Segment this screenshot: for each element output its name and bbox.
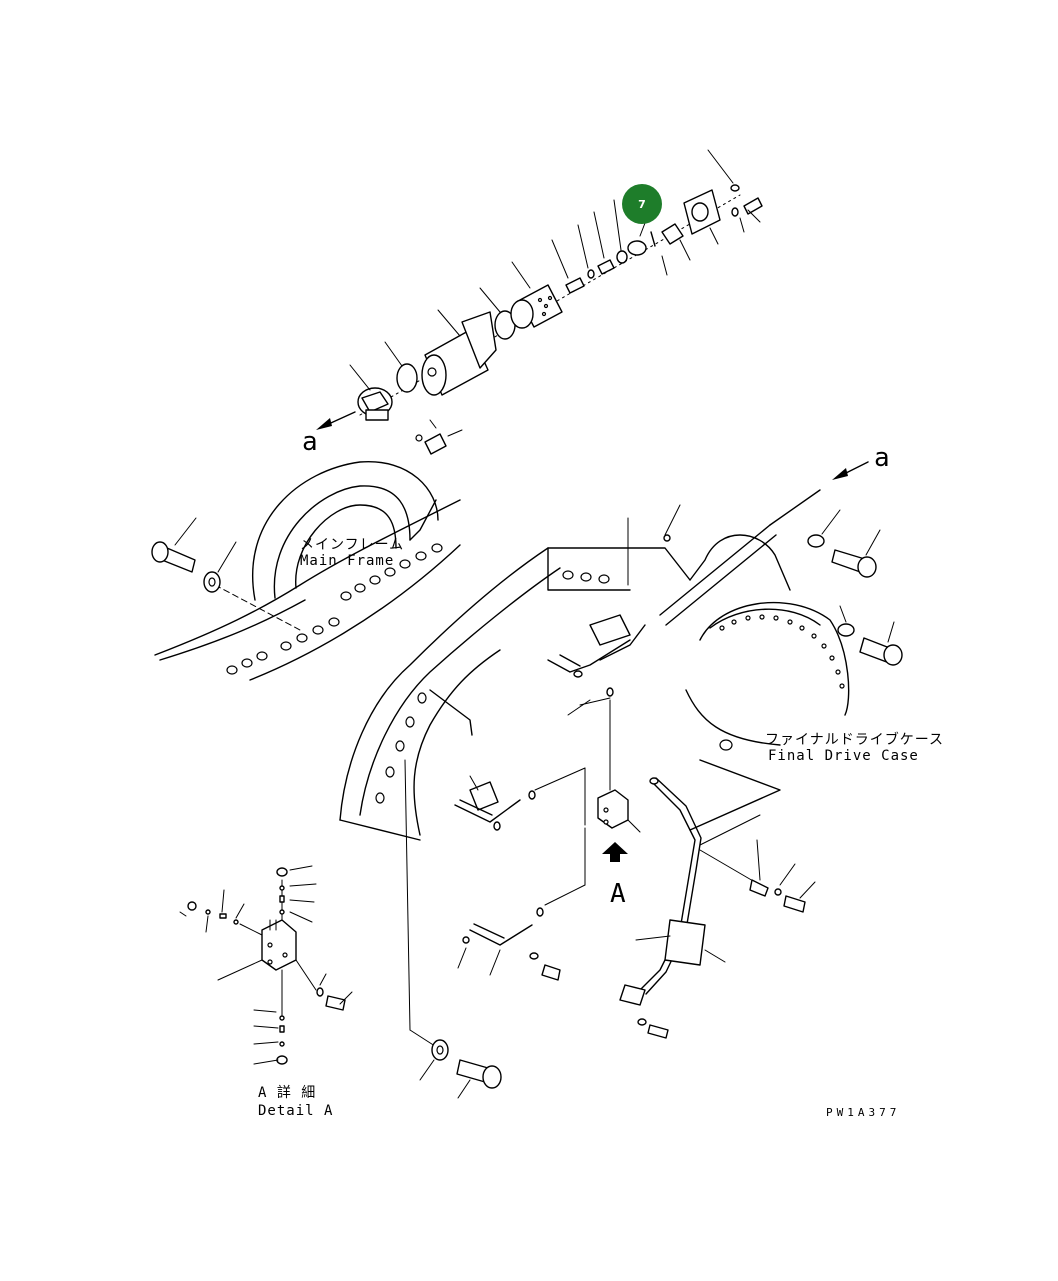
detail-a-bolt[interactable] [325, 995, 346, 1011]
rod-part[interactable] [565, 277, 585, 294]
clamp-bolt[interactable] [424, 433, 447, 455]
right-bolt-upper[interactable] [807, 509, 881, 578]
lower-fitting[interactable] [457, 827, 586, 981]
filter-cover[interactable] [683, 189, 721, 235]
main-frame-bolt[interactable] [151, 517, 197, 573]
right-bolt-lower[interactable] [837, 605, 903, 666]
spring-part[interactable] [597, 259, 615, 275]
left-fitting[interactable] [454, 767, 586, 831]
detail-a-plug-left[interactable] [187, 901, 197, 911]
view-a-arrow-right [832, 461, 869, 480]
detail-a-plug-top[interactable] [276, 867, 288, 877]
upper-fitting[interactable] [547, 504, 681, 716]
cover-bolt[interactable] [743, 197, 763, 215]
clamp-part[interactable] [357, 387, 393, 421]
filter-element[interactable] [510, 284, 563, 329]
view-a-label-right: a [874, 443, 890, 473]
cover-washer[interactable] [731, 207, 739, 217]
detail-a-label-en: Detail A [258, 1103, 333, 1119]
view-a-label-top: a [302, 427, 318, 457]
drive-case-bolts [719, 614, 845, 689]
view-A-label: A [610, 879, 626, 909]
detail-a-label-jp: A 詳 細 [258, 1085, 316, 1101]
o-ring-1[interactable] [396, 363, 418, 393]
detail-a-valve-block[interactable] [261, 919, 297, 971]
drawing-code: PW1A377 [826, 1106, 900, 1119]
small-washer[interactable] [587, 269, 595, 279]
final-drive-label-en: Final Drive Case [768, 748, 919, 764]
plug-part[interactable] [661, 223, 684, 245]
frame-holes [226, 543, 443, 675]
main-frame-label-jp: メインフレーム [300, 537, 404, 553]
nut-part[interactable] [616, 250, 628, 264]
right-pipe[interactable] [619, 777, 816, 1039]
center-frame-holes [375, 570, 610, 804]
main-frame-washer[interactable] [203, 541, 237, 593]
lower-bolt[interactable] [404, 759, 502, 1099]
main-frame-label-en: Main Frame [300, 553, 394, 569]
filter-housing[interactable] [421, 311, 497, 396]
callout-7-marker[interactable]: 7 [622, 184, 662, 224]
callout-7-number: 7 [638, 198, 646, 211]
pin-part[interactable] [650, 231, 656, 247]
center-frame [339, 534, 850, 841]
final-drive-label-jp: ファイナルドライブケース [765, 731, 944, 748]
view-A-arrow [602, 842, 628, 862]
upper-hose[interactable] [659, 489, 821, 626]
main-frame [154, 461, 461, 681]
disk-valve[interactable] [627, 240, 647, 256]
detail-a-assembly [179, 865, 353, 1065]
center-valve-block[interactable] [597, 699, 641, 833]
filter-assembly [316, 149, 763, 455]
cover-plug[interactable] [730, 184, 740, 192]
